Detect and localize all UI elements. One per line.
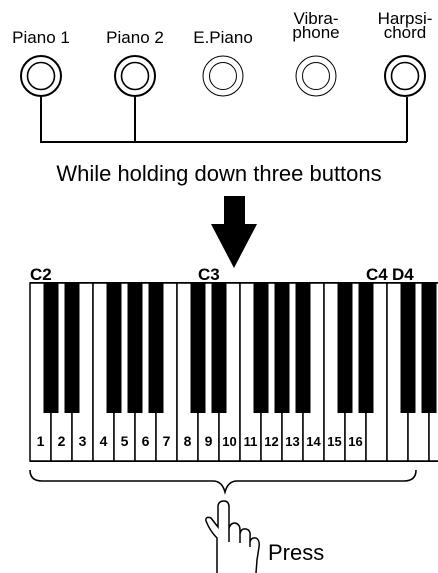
down-arrow-icon <box>211 196 257 268</box>
black-key[interactable] <box>148 283 164 413</box>
key-range-brace <box>29 469 417 496</box>
harpsichord-label: Harpsi- chord <box>377 9 433 42</box>
piano-2-button[interactable] <box>114 55 156 97</box>
key-number-label: 4 <box>100 433 108 449</box>
key-number-label: 9 <box>205 433 213 449</box>
pointing-hand-icon <box>205 500 260 573</box>
button-row <box>20 55 426 97</box>
key-number-label: 5 <box>121 433 129 449</box>
octave-label-c2: C2 <box>30 265 52 284</box>
harpsichord-button[interactable] <box>384 55 426 97</box>
held-buttons-bracket <box>40 97 408 143</box>
key-number-label: 16 <box>348 434 362 449</box>
black-key[interactable] <box>211 283 227 413</box>
key-number-label: 11 <box>244 434 258 449</box>
key-number-label: 8 <box>184 433 192 449</box>
press-label: Press <box>268 540 325 565</box>
black-key[interactable] <box>421 283 437 413</box>
black-key[interactable] <box>253 283 269 413</box>
key-number-label: 12 <box>264 434 278 449</box>
vibraphone-button[interactable] <box>295 55 337 97</box>
e-piano-label: E.Piano <box>193 28 253 47</box>
black-key[interactable] <box>295 283 311 413</box>
piano-1-label: Piano 1 <box>12 28 70 47</box>
e-piano-button[interactable] <box>202 55 244 97</box>
black-key[interactable] <box>127 283 143 413</box>
black-key[interactable] <box>400 283 416 413</box>
octave-label-c3: C3 <box>198 265 220 284</box>
black-key[interactable] <box>106 283 122 413</box>
black-key[interactable] <box>64 283 80 413</box>
key-number-label: 13 <box>285 434 299 449</box>
key-number-label: 6 <box>142 433 150 449</box>
octave-label-d4: D4 <box>392 265 414 284</box>
octave-label-c4: C4 <box>366 265 388 284</box>
black-key[interactable] <box>43 283 59 413</box>
key-number-label: 2 <box>58 433 66 449</box>
vibraphone-label: Vibra- phone <box>292 9 340 42</box>
key-number-label: 15 <box>327 434 341 449</box>
key-number-label: 14 <box>306 434 321 449</box>
key-number-label: 10 <box>222 434 236 449</box>
key-number-label: 3 <box>79 433 87 449</box>
piano-1-button[interactable] <box>20 55 62 97</box>
black-key[interactable] <box>358 283 374 413</box>
key-number-label: 7 <box>163 433 171 449</box>
key-number-label: 1 <box>37 433 45 449</box>
piano-2-label: Piano 2 <box>106 28 164 47</box>
black-key[interactable] <box>337 283 353 413</box>
black-key[interactable] <box>190 283 206 413</box>
instruction-text: While holding down three buttons <box>56 161 382 186</box>
black-key[interactable] <box>274 283 290 413</box>
